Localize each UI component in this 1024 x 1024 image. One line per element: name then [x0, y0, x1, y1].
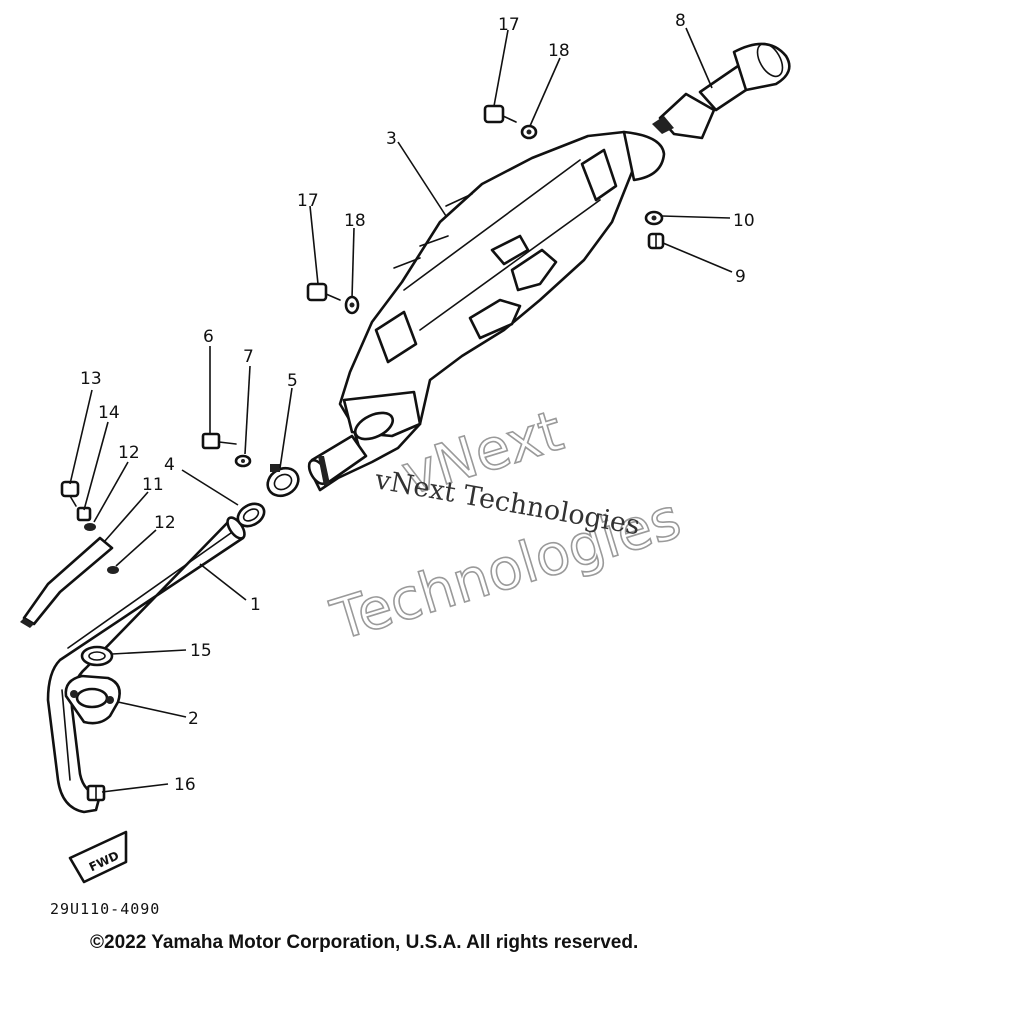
joint-gasket: [236, 502, 266, 528]
callouts: 1 2 3 4 5 6 7 8 9 10 11 12 12 13 14 15 1…: [80, 11, 755, 795]
callout-3: 3: [386, 129, 397, 149]
exhaust-flange: [64, 674, 121, 725]
mount-damper: [644, 210, 664, 226]
muffler-bolt-lower: [306, 282, 341, 302]
callout-7: 7: [243, 347, 254, 367]
callout-8: 8: [675, 11, 686, 31]
pipe-gasket: [80, 645, 114, 667]
callout-17b: 17: [297, 191, 319, 211]
callout-18a: 18: [548, 41, 570, 61]
protector-damper-lower: [107, 566, 119, 574]
callout-13: 13: [80, 369, 102, 389]
callout-11: 11: [142, 475, 164, 495]
protector-screw: [60, 480, 80, 507]
clamp-bolt: [201, 432, 237, 450]
callout-12a: 12: [118, 443, 140, 463]
muffler-washer-lower: [344, 295, 360, 315]
callout-5: 5: [287, 371, 298, 391]
drawing-code: 29U110-4090: [50, 900, 160, 918]
callout-1: 1: [250, 595, 261, 615]
copyright-notice: ©2022 Yamaha Motor Corporation, U.S.A. A…: [90, 932, 638, 953]
callout-2: 2: [188, 709, 199, 729]
callout-12b: 12: [154, 513, 176, 533]
callout-15: 15: [190, 641, 212, 661]
callout-4: 4: [164, 455, 175, 475]
heat-protector: [20, 536, 114, 628]
callout-6: 6: [203, 327, 214, 347]
muffler: [308, 130, 666, 492]
muffler-washer-upper: [520, 124, 538, 140]
callout-17a: 17: [498, 15, 520, 35]
mount-nut: [647, 232, 665, 250]
tail-pipe: [652, 42, 791, 140]
pipe-clamp: [266, 464, 300, 498]
leader-lines: [69, 27, 733, 793]
callout-10: 10: [733, 211, 755, 231]
callout-9: 9: [735, 267, 746, 287]
protector-damper-upper: [84, 523, 96, 531]
muffler-bolt-upper: [483, 104, 517, 124]
clamp-washer: [234, 454, 252, 468]
callout-14: 14: [98, 403, 120, 423]
callout-16: 16: [174, 775, 196, 795]
flange-nut: [86, 784, 106, 802]
muffler-inlet-pipe: [307, 434, 368, 486]
callout-18b: 18: [344, 211, 366, 231]
fwd-arrow-icon: FWD: [68, 830, 128, 884]
